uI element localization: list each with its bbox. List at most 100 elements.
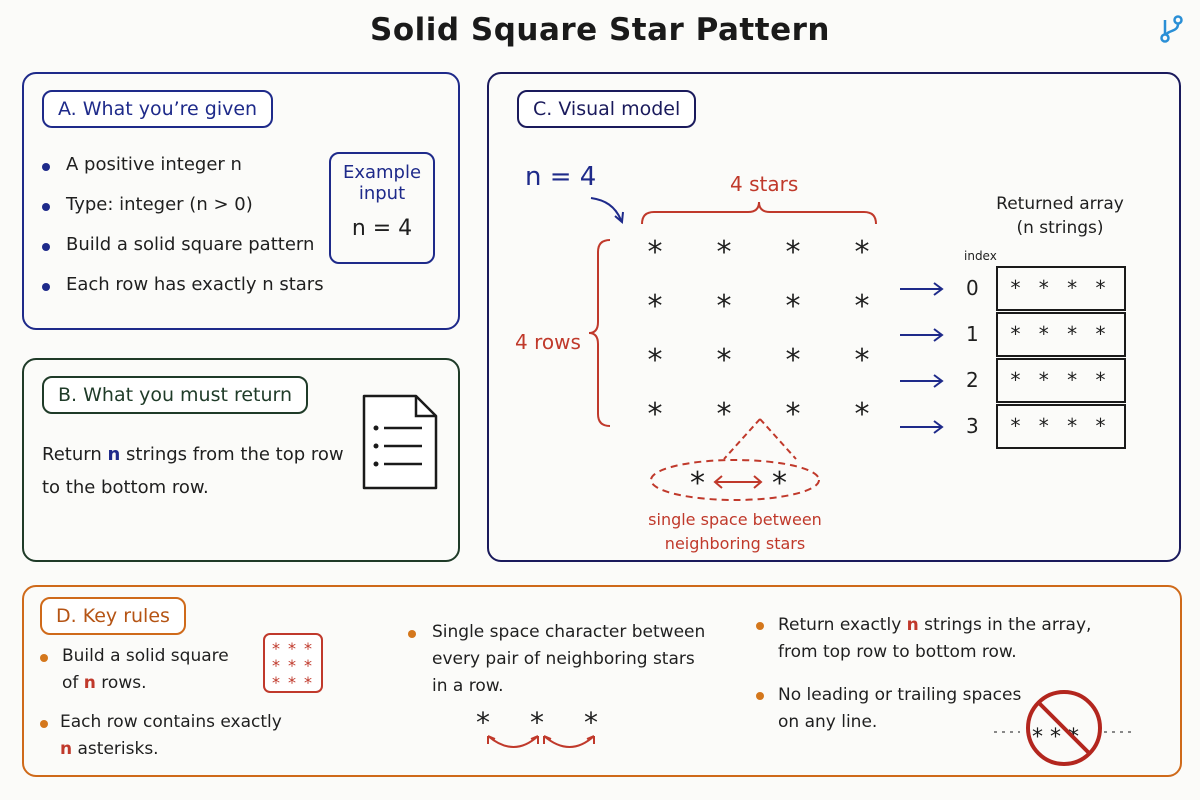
array-row: * * * * (996, 358, 1126, 403)
svg-text:*: * (304, 673, 312, 692)
panel-b-tag: B. What you must return (42, 376, 309, 414)
rule-row-asterisks: Each row contains exactly n asterisks. (60, 709, 282, 763)
array-index: 3 (966, 414, 979, 438)
page-title: Solid Square Star Pattern (370, 12, 830, 48)
svg-text:*: * (288, 656, 296, 675)
rule-return-n: Return exactly n strings in the array, f… (778, 612, 1091, 666)
grid-star: * (785, 289, 801, 324)
rule3-line2: every pair of neighboring stars (432, 649, 695, 669)
panel-d-tag: D. Key rules (40, 597, 186, 635)
grid-star: * (647, 343, 663, 378)
panel-a-tag: A. What you’re given (42, 90, 274, 128)
given-item: Build a solid square pattern (38, 234, 328, 255)
grid-star: * (716, 235, 732, 270)
svg-text:*: * (288, 639, 296, 658)
panel-key-rules: D. Key rules (22, 585, 1182, 777)
array-row: * * * * (996, 266, 1126, 311)
rule1-post: rows. (95, 673, 147, 693)
return-text-post: strings from the top row (120, 444, 344, 465)
given-list: A positive integer n Type: integer (n > … (38, 154, 328, 295)
rule-bullet (756, 622, 764, 630)
grid-star: * (716, 343, 732, 378)
array-title-line1: Returned array (996, 194, 1124, 214)
row-arrow-icon (900, 374, 944, 388)
rule4-pre: Return exactly (778, 615, 907, 635)
grid-star: * (716, 397, 732, 432)
grid-star: * (854, 397, 870, 432)
rule1-line1: Build a solid square (62, 646, 229, 666)
panel-given: A. What you’re given A positive integer … (22, 72, 460, 330)
rule4-n: n (906, 615, 919, 635)
panel-return: B. What you must return Return n strings… (22, 358, 460, 562)
rule2-line1: Each row contains exactly (60, 712, 282, 732)
rule3-line3: in a row. (432, 676, 504, 696)
svg-text:*: * (772, 466, 787, 501)
row-arrow-icon (900, 282, 944, 296)
array-index: 2 (966, 368, 979, 392)
array-index: 1 (966, 322, 979, 346)
example-value: n = 4 (351, 216, 413, 241)
given-item: Each row has exactly n stars (38, 274, 328, 295)
branch-logo-icon (1160, 15, 1183, 43)
return-text-line2: to the bottom row. (42, 477, 209, 498)
spacing-example: * * * (474, 706, 614, 756)
svg-text:*: * (272, 673, 280, 692)
grid-star: * (647, 289, 663, 324)
example-star: * (584, 706, 598, 739)
grid-star: * (854, 343, 870, 378)
return-description: Return n strings from the top row to the… (42, 438, 344, 504)
rule-single-space: Single space character between every pai… (432, 619, 705, 700)
svg-text:*: * (304, 656, 312, 675)
zoom-lines-icon (723, 418, 797, 460)
rule-solid-square: Build a solid square of n rows. (62, 643, 229, 697)
array-row: * * * * (996, 404, 1126, 449)
rule4-post: strings in the array, (918, 615, 1092, 635)
grid-star: * (785, 397, 801, 432)
rule1-pre: of (62, 673, 84, 693)
rows-label: 4 rows (515, 330, 581, 354)
index-label: index (964, 249, 997, 263)
array-index: 0 (966, 276, 979, 300)
rule-bullet (40, 654, 48, 662)
svg-text:*: * (690, 466, 705, 501)
grid-star: * (647, 397, 663, 432)
rule5-line1: No leading or trailing spaces (778, 685, 1022, 705)
example-label: Example (342, 162, 422, 183)
rule4-line2: from top row to bottom row. (778, 642, 1017, 662)
document-icon (362, 394, 438, 490)
rule1-n: n (83, 673, 96, 693)
grid-star: * (854, 235, 870, 270)
panel-c-tag: C. Visual model (517, 90, 697, 128)
rule5-line2: on any line. (778, 712, 878, 732)
svg-text:*: * (288, 673, 296, 692)
return-text-pre: Return (42, 444, 108, 465)
rule2-post: asterisks. (72, 739, 159, 759)
cols-label: 4 stars (730, 172, 799, 196)
rule-no-trailing: No leading or trailing spaces on any lin… (778, 682, 1021, 736)
mini-square-grid-icon: *** *** *** (263, 633, 323, 693)
rule-bullet (408, 630, 416, 638)
svg-text:*: * (272, 639, 280, 658)
spacing-note-line1: single space between (648, 510, 822, 529)
space-arcs-icon (487, 735, 595, 748)
spacing-note-line2: neighboring stars (664, 534, 806, 553)
n-pointer-arrow-icon (590, 197, 624, 225)
given-item: Type: integer (n > 0) (38, 194, 328, 215)
given-item: A positive integer n (38, 154, 328, 175)
row-arrow-icon (900, 420, 944, 434)
rule2-n: n (60, 739, 73, 759)
rule-bullet (756, 692, 764, 700)
row-arrow-icon (900, 328, 944, 342)
grid-star: * (785, 235, 801, 270)
no-trailing-spaces-icon: * * * (994, 690, 1132, 766)
rule3-line1: Single space character between (432, 622, 706, 642)
example-star: * (530, 706, 544, 739)
svg-text:*: * (272, 656, 280, 675)
rows-brace-icon (588, 239, 611, 427)
return-text-n: n (107, 444, 121, 465)
grid-star: * (854, 289, 870, 324)
array-row: * * * * (996, 312, 1126, 357)
n-label: n = 4 (525, 162, 597, 192)
svg-text:*: * (304, 639, 312, 658)
array-title: Returned array (n strings) (970, 192, 1150, 240)
